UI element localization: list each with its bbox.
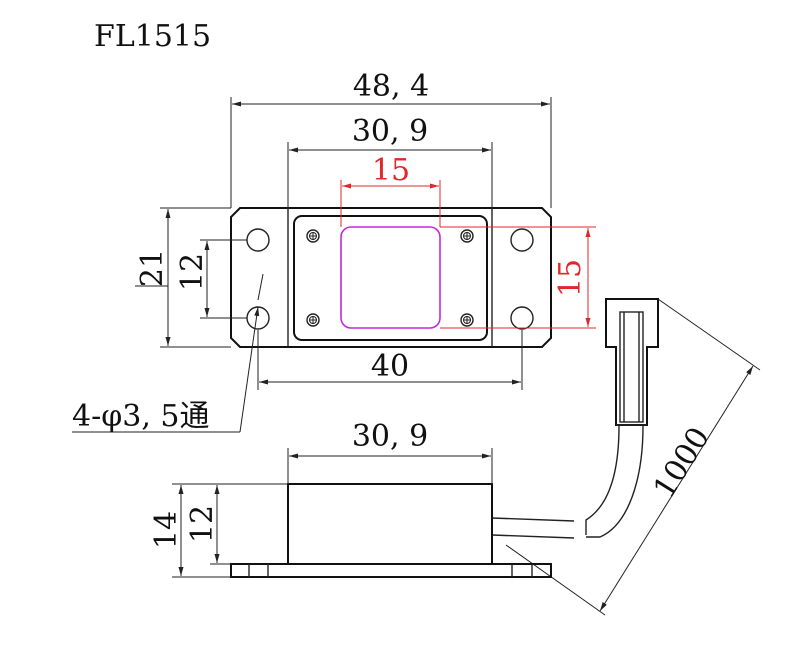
housing-top — [293, 215, 488, 341]
dim-label: 1000 — [647, 421, 717, 504]
emission-window — [340, 226, 441, 329]
screw-icon — [306, 229, 320, 243]
dim-overall-width: 48, 4 — [230, 69, 552, 208]
base-plate-outline — [230, 207, 552, 348]
mounting-hole — [246, 228, 270, 252]
dim-side-width: 30, 9 — [287, 419, 493, 484]
cable-wire — [586, 425, 644, 538]
screw-icon — [460, 229, 474, 243]
model-title: FL1515 — [94, 19, 211, 54]
screw-icon — [460, 313, 474, 327]
side-body — [287, 483, 493, 565]
dim-label: 15 — [372, 153, 410, 188]
top-view: 48, 4 30, 9 15 21 12 — [72, 69, 596, 434]
hole-callout-label: 4-φ3, 5通 — [72, 399, 209, 434]
hole-callout: 4-φ3, 5通 — [72, 273, 264, 434]
dim-hole-spacing-vertical: 12 — [175, 239, 247, 319]
dim-hole-spacing-horizontal: 40 — [257, 330, 523, 390]
connector — [605, 298, 659, 426]
screw-icon — [306, 313, 320, 327]
dim-window-width: 15 — [340, 153, 441, 227]
dim-label: 14 — [149, 511, 184, 549]
mounting-hole — [510, 306, 534, 330]
cable-wire — [585, 425, 620, 535]
dim-side-body-height: 12 — [185, 485, 231, 565]
cable-exit — [491, 534, 575, 539]
side-view: 30, 9 14 12 — [149, 419, 552, 578]
dim-height: 21 — [135, 207, 231, 348]
dim-label: 12 — [175, 253, 210, 291]
dim-label: 48, 4 — [353, 69, 429, 104]
dim-label: 21 — [135, 249, 170, 287]
mounting-hole — [510, 228, 534, 252]
dim-label: 40 — [371, 349, 409, 384]
dim-label: 30, 9 — [352, 419, 428, 454]
dim-label: 12 — [185, 505, 220, 543]
side-base-plate — [230, 563, 552, 578]
dim-label: 15 — [553, 259, 588, 297]
dim-label: 30, 9 — [352, 114, 428, 149]
dim-inner-width: 30, 9 — [287, 114, 493, 208]
dim-window-height: 15 — [440, 226, 596, 329]
dim-side-total-height: 14 — [149, 483, 288, 578]
cable-exit — [491, 517, 575, 522]
